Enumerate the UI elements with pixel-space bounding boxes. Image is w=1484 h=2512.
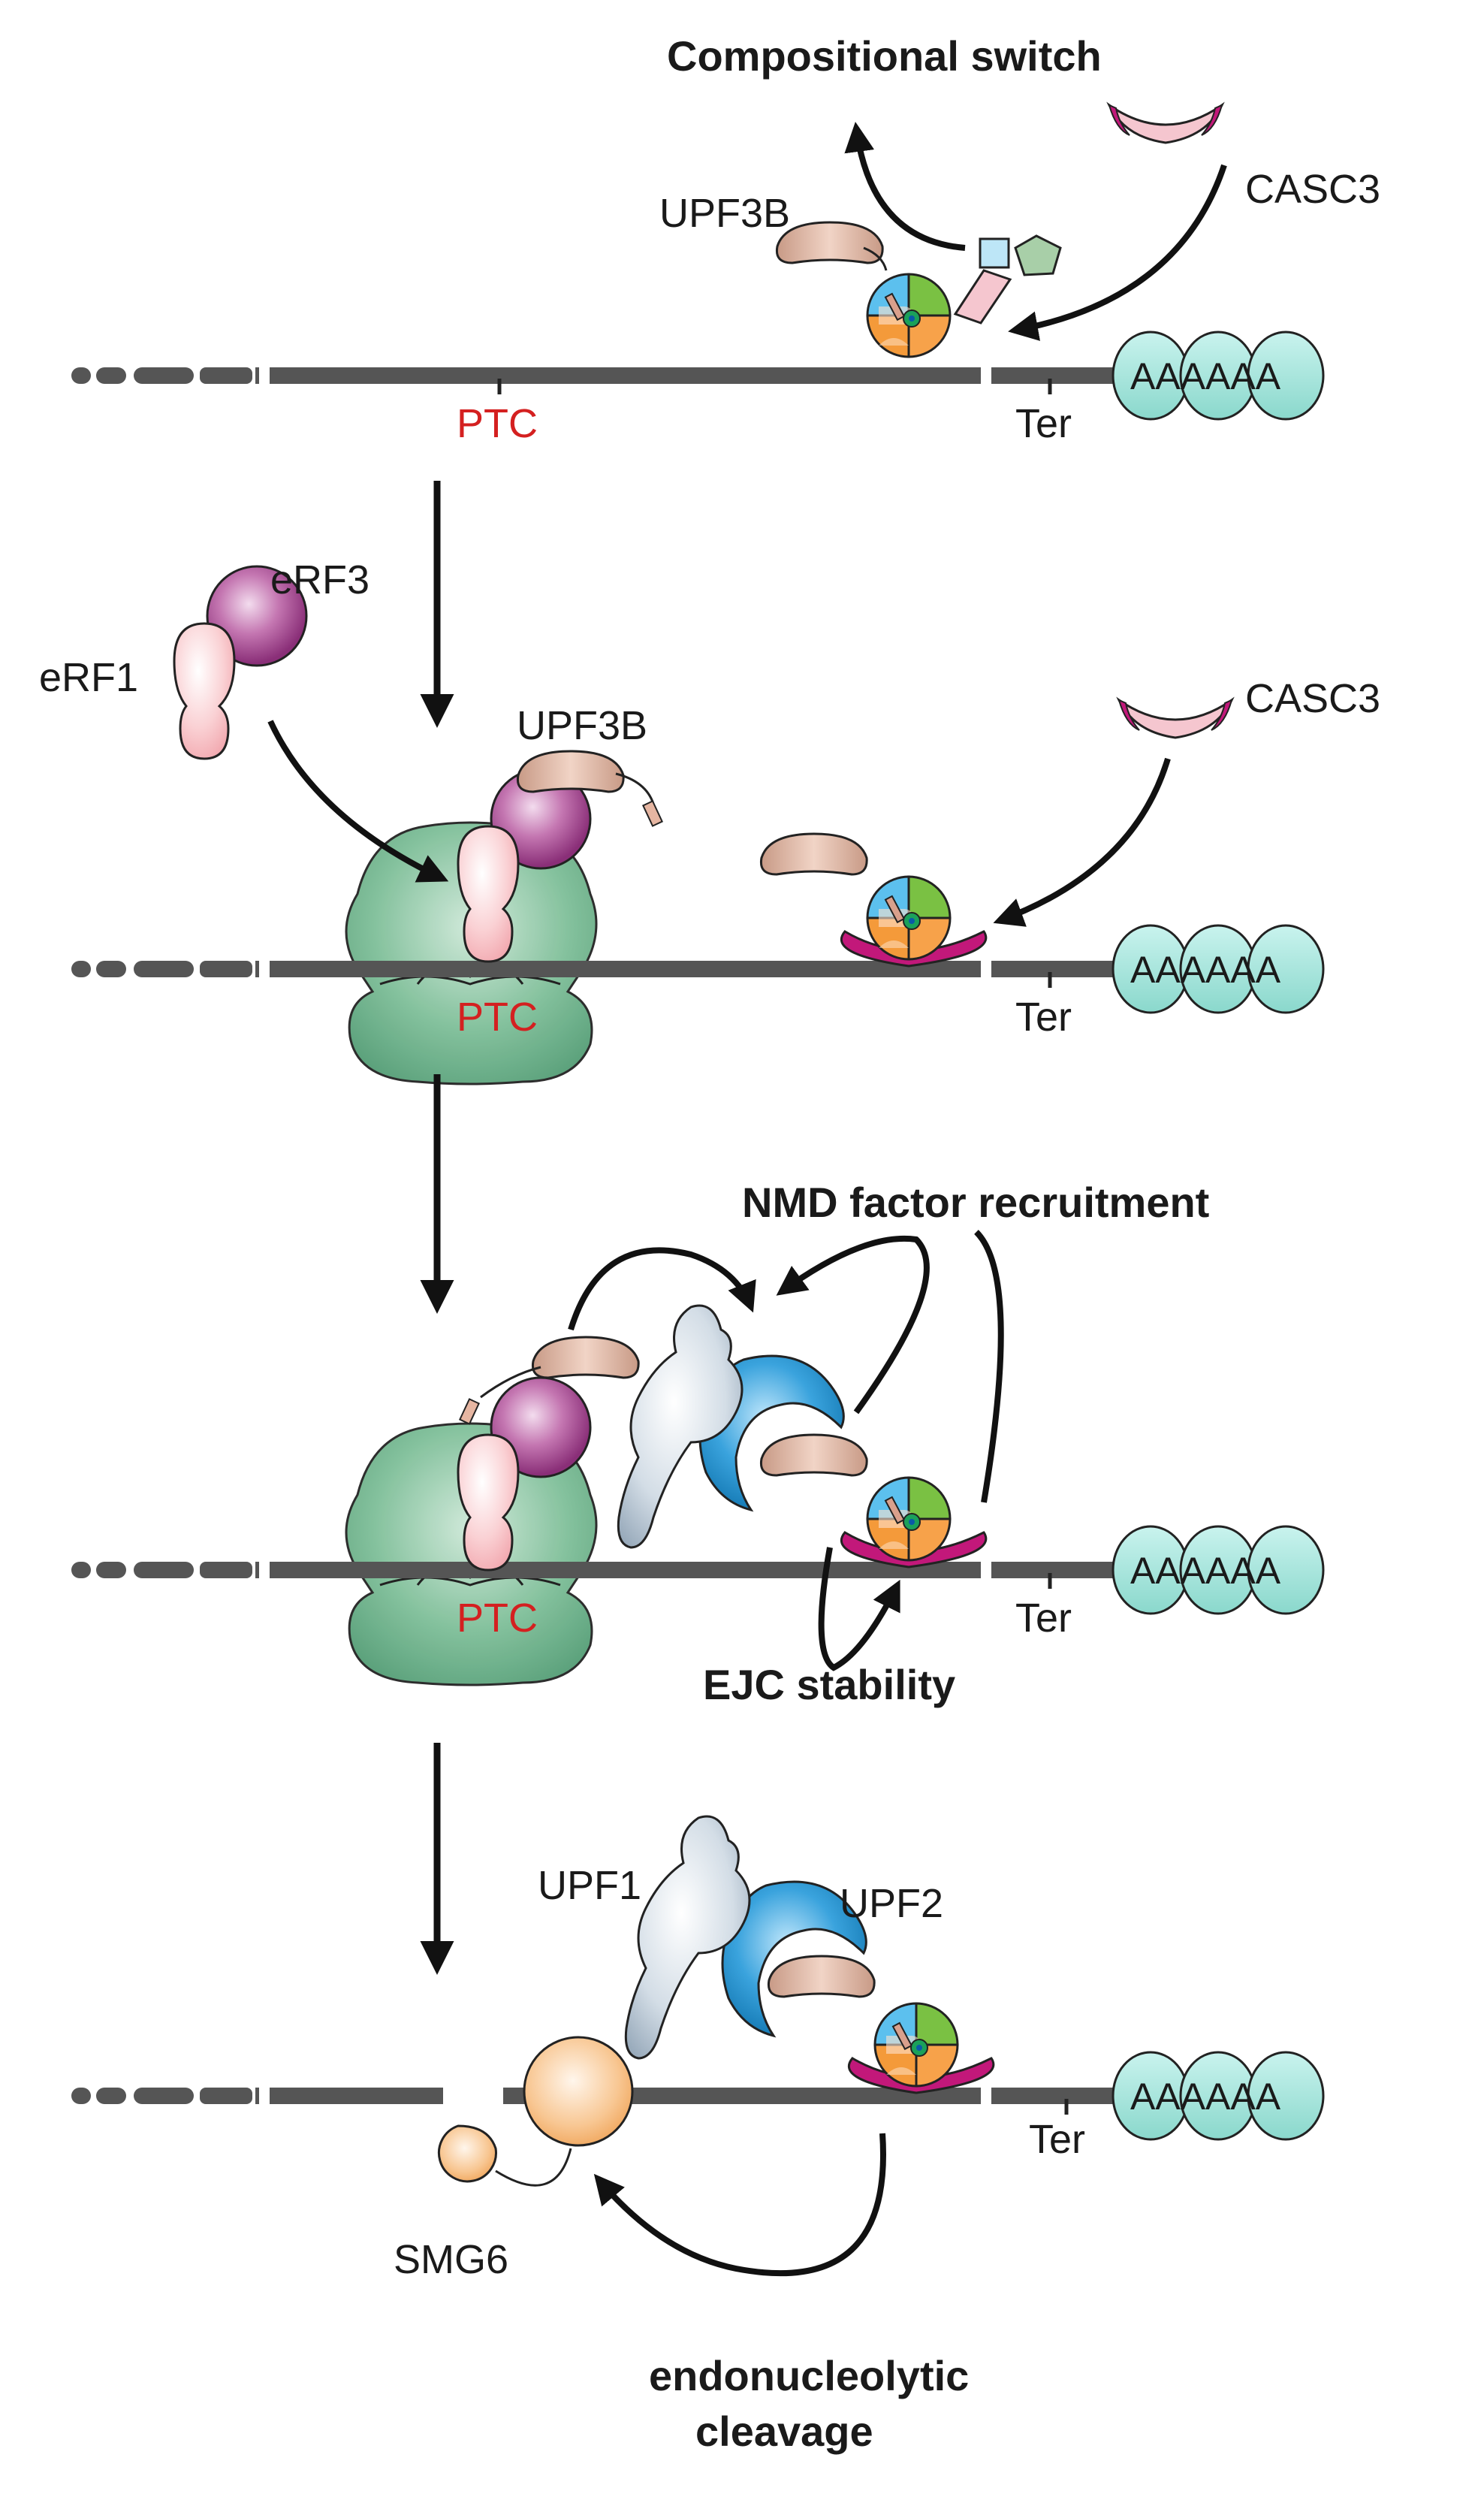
ejc-core-4 [873,2002,959,2088]
upf3b-shape-2 [516,750,625,793]
mrna-strand-2 [71,960,1127,978]
upf3b-shape-3 [759,832,868,876]
polyA-text-2: AAAAAA [1130,949,1281,991]
ejc-core-2 [866,875,952,961]
panel-1: PTC Ter AAAAAA CASC3 UPF3B Compositional… [71,32,1380,446]
upf3b-shape-6 [767,1955,876,1998]
upf3b-shape-4 [531,1336,640,1379]
upf1-shape-4 [624,1815,751,2060]
smg6-pacman [437,2124,497,2183]
smg6-label: SMG6 [394,2237,508,2282]
upf2-label: UPF2 [840,1881,943,1926]
upf3b-shape-1 [775,221,884,264]
ptc-label-2: PTC [457,995,538,1040]
nmd-recruitment-label: NMD factor recruitment [742,1179,1209,1226]
panel-4: Ter AAAAAA UPF1 UPF2 SMG6 endonucleolyti… [71,1815,1325,2455]
ejc-core-1 [866,273,952,358]
polyA-text-1: AAAAAA [1130,355,1281,397]
polyA-text-3: AAAAAA [1130,1550,1281,1592]
upf1-label: UPF1 [538,1863,641,1908]
upf1-shape-3 [617,1304,744,1549]
upf3b-shape-5 [759,1433,868,1477]
mrna-strand-1 [71,367,1127,385]
ptc-label-1: PTC [457,401,538,446]
polyA-text-4: AAAAAA [1130,2076,1281,2118]
casc3-label-1: CASC3 [1245,167,1380,212]
upf3b-label-1: UPF3B [659,191,790,236]
casc3-shape-2 [1118,699,1233,739]
mrna-strand-3 [71,1561,1127,1579]
ejc-core-3 [866,1476,952,1562]
ter-label-4: Ter [1029,2117,1085,2162]
ptc-label-3: PTC [457,1596,538,1641]
panel-3: PTC Ter AAAAAA NMD factor recruitment EJ… [71,1179,1325,1708]
casc3-shape-1 [1108,104,1223,144]
ter-label-3: Ter [1015,1596,1072,1641]
ter-label-2: Ter [1015,995,1072,1040]
cleavage-label: cleavage [695,2408,873,2455]
casc3-label-2: CASC3 [1245,676,1380,721]
erf1-label: eRF1 [39,655,138,700]
erf3-label: eRF3 [270,557,369,602]
compositional-switch-label: Compositional switch [667,32,1102,80]
smg6-main [523,2036,634,2147]
upf3b-label-2: UPF3B [517,703,647,748]
panel-2: PTC Ter AAAAAA eRF3 eRF1 UPF3B CASC3 [39,557,1380,1085]
ejc-stability-label: EJC stability [703,1661,955,1708]
ter-label-1: Ter [1015,401,1072,446]
endonucleolytic-label: endonucleolytic [649,2352,969,2399]
